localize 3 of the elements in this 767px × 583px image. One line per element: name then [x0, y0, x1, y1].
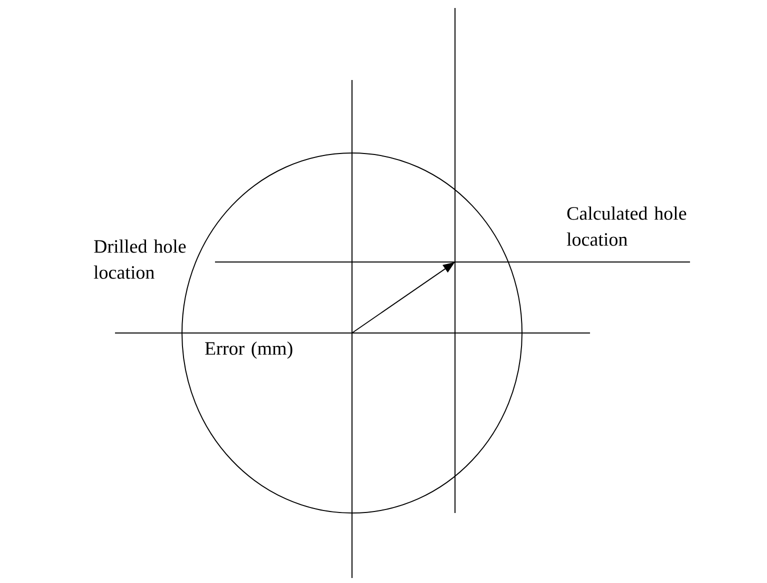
label-text: Calculated hole location: [566, 206, 686, 246]
label-text: Drilled hole location: [94, 240, 186, 279]
label-text: Error (mm): [205, 342, 292, 359]
